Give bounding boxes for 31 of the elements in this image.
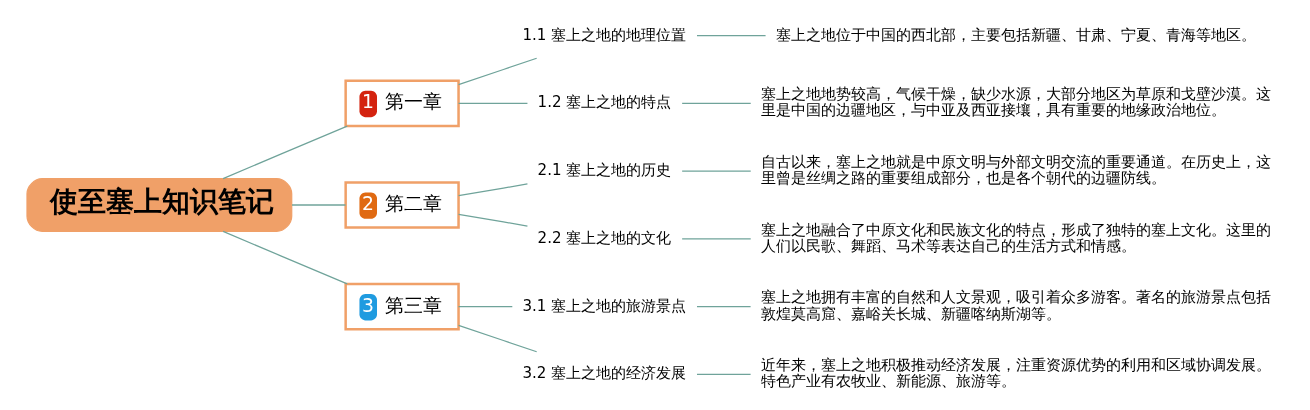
connector: [695, 35, 766, 37]
connector: [681, 170, 751, 172]
node-text: 1.2 塞上之地的特点: [537, 93, 671, 112]
connector: [457, 324, 537, 353]
node-box: 2 第二章: [343, 181, 460, 229]
connector: [457, 57, 537, 86]
node-text: 1.1 塞上之地的地理位置: [522, 25, 686, 44]
node-text: 2.2 塞上之地的文化: [537, 228, 671, 247]
connector: [457, 306, 513, 308]
node-text: 塞上之地拥有丰富的自然和人文景观，吸引着众多游客。著名的旅游景点包括敦煌莫高窟、嘉峪关长城、新疆喀纳斯湖等。: [760, 288, 1271, 323]
node-text: 2.1 塞上之地的历史: [537, 161, 671, 180]
connector: [681, 238, 751, 240]
connector: [221, 125, 348, 180]
connector: [221, 230, 348, 285]
connector: [457, 183, 528, 197]
connector: [695, 306, 751, 308]
node-text: 自古以来，塞上之地就是中原文明与外部文明交流的重要通道。在历史上，这里曾是丝绸之路的重要组成部分，也是各个朝代的边疆防线。: [760, 152, 1271, 188]
node-box: 1 第一章: [343, 79, 460, 128]
connector: [457, 102, 528, 104]
node-box: 使至塞上知识笔记: [25, 178, 292, 232]
node-text: 塞上之地地势较高，气候干燥，缺少水源，大部分地区为草原和戈壁沙漠。这里是中国的边疆地区，与中亚及西亚接壤，具有重要的地缘政治地位。: [760, 85, 1271, 120]
connector: [457, 213, 528, 227]
node-text: 塞上之地融合了中原文化和民族文化的特点，形成了独特的塞上文化。这里的人们以民歌、舞蹈、马术等表达自己的生活方式和情感。: [760, 220, 1271, 255]
node-box: 3 第三章: [343, 282, 460, 331]
node-text: 塞上之地位于中国的西北部，主要包括新疆、甘肃、宁夏、青海等地区。: [775, 25, 1256, 44]
node-text: 近年来，塞上之地积极推动经济发展，注重资源优势的利用和区域协调发展。特色产业有农牧业、新能源、旅游等。: [760, 356, 1271, 391]
connector: [695, 373, 751, 375]
connector: [681, 102, 751, 104]
node-text: 3.1 塞上之地的旅游景点: [522, 296, 686, 315]
node-text: 3.2 塞上之地的经济发展: [522, 364, 686, 383]
connector: [290, 204, 346, 206]
